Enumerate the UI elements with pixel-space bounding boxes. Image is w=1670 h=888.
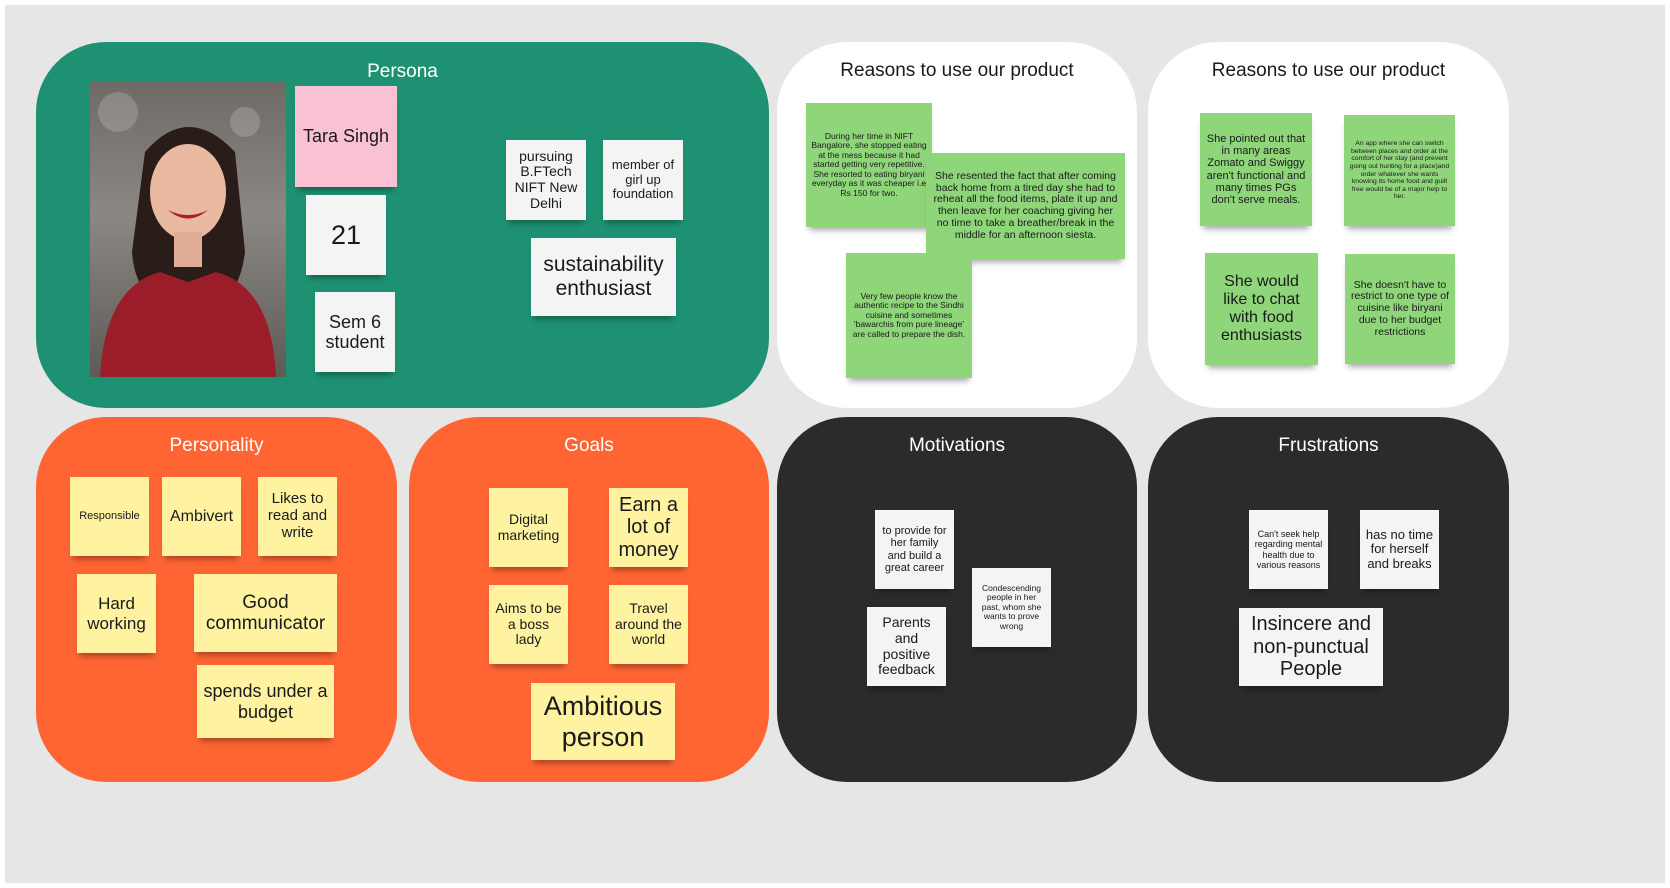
reason-note[interactable]: During her time in NIFT Bangalore, she s… — [806, 103, 932, 227]
frustration-note[interactable]: Insincere and non-punctual People — [1239, 608, 1383, 686]
persona-education: pursuing B.FTech NIFT New Delhi — [514, 147, 578, 211]
persona-membership: member of girl up foundation — [611, 157, 675, 202]
goal-note[interactable]: Digital marketing — [489, 488, 568, 567]
panel-title: Reasons to use our product — [840, 60, 1074, 81]
personality-note[interactable]: Good communicator — [194, 574, 337, 652]
persona-photo — [90, 82, 286, 377]
persona-interest-note[interactable]: sustainability enthusiast — [531, 238, 676, 316]
persona-membership-note[interactable]: member of girl up foundation — [603, 140, 683, 220]
reason-note[interactable]: She doesn't have to restrict to one type… — [1345, 254, 1455, 364]
reason-note[interactable]: She pointed out that in many areas Zomat… — [1200, 113, 1312, 226]
panel-title: Frustrations — [1278, 435, 1379, 456]
board-canvas[interactable]: Persona Tara Singh 21 Sem 6 student purs… — [5, 5, 1665, 883]
panel-title: Motivations — [908, 435, 1006, 456]
motivation-note[interactable]: Parents and positive feedback — [867, 607, 946, 686]
reason-note[interactable]: She would like to chat with food enthusi… — [1205, 253, 1318, 365]
frustration-note[interactable]: has no time for herself and breaks — [1360, 510, 1439, 589]
goal-note[interactable]: Earn a lot of money — [609, 488, 688, 567]
persona-status: Sem 6 student — [325, 311, 385, 352]
frustration-note[interactable]: Can't seek help regarding mental health … — [1249, 510, 1328, 589]
reason-note[interactable]: She resented the fact that after coming … — [926, 153, 1125, 259]
motivation-note[interactable]: Condescending people in her past, whom s… — [972, 568, 1051, 647]
personality-note[interactable]: Likes to read and write — [258, 477, 337, 556]
panel-title: Reasons to use our product — [1211, 60, 1446, 81]
persona-interest: sustainability enthusiast — [543, 253, 664, 300]
reason-note[interactable]: An app where she can switch between plac… — [1344, 115, 1455, 226]
personality-note[interactable]: Hard working — [77, 574, 156, 653]
persona-status-note[interactable]: Sem 6 student — [315, 292, 395, 372]
persona-education-note[interactable]: pursuing B.FTech NIFT New Delhi — [506, 140, 586, 220]
persona-age-note[interactable]: 21 — [306, 195, 386, 275]
motivation-note[interactable]: to provide for her family and build a gr… — [875, 510, 954, 589]
persona-age: 21 — [330, 219, 362, 250]
reason-note[interactable]: Very few people know the authentic recip… — [846, 253, 972, 378]
goal-note[interactable]: Ambitious person — [531, 683, 675, 760]
goal-note[interactable]: Travel around the world — [609, 585, 688, 664]
persona-name-note[interactable]: Tara Singh — [295, 86, 397, 187]
personality-note[interactable]: spends under a budget — [197, 665, 334, 738]
panel-title: Persona — [367, 61, 438, 82]
personality-note[interactable]: Responsible — [70, 477, 149, 556]
motivations-panel: Motivations — [777, 417, 1137, 782]
persona-name: Tara Singh — [302, 126, 390, 147]
personality-note[interactable]: Ambivert — [162, 477, 241, 556]
goal-note[interactable]: Aims to be a boss lady — [489, 585, 568, 664]
panel-title: Goals — [564, 435, 614, 456]
frustrations-panel: Frustrations — [1148, 417, 1509, 782]
panel-title: Personality — [169, 435, 264, 456]
